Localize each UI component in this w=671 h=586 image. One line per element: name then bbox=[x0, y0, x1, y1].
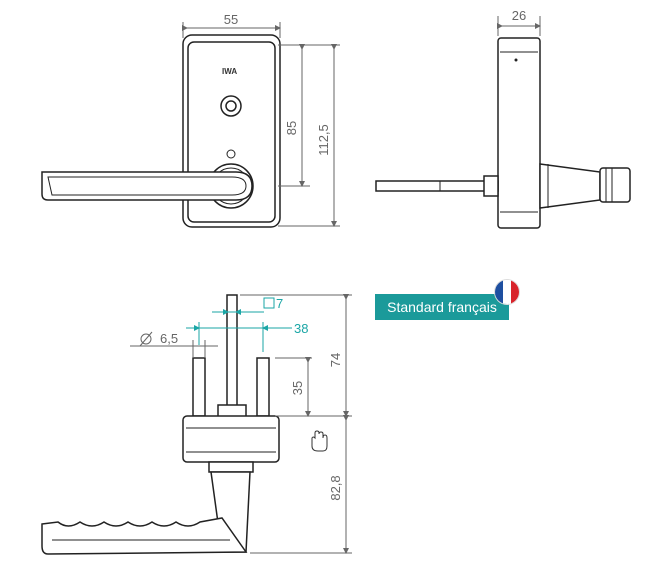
key-cylinder-core bbox=[225, 100, 237, 112]
side-spindle bbox=[375, 180, 499, 192]
standard-badge: Standard français bbox=[375, 294, 509, 320]
lever-front bbox=[41, 171, 253, 201]
side-body bbox=[497, 37, 541, 229]
dim-stud-height: 35 bbox=[290, 381, 305, 395]
front-view: IWA bbox=[41, 34, 281, 228]
front-plate-inner bbox=[187, 41, 276, 223]
front-dimensions bbox=[182, 22, 340, 227]
french-flag-icon bbox=[495, 280, 519, 304]
stud-left bbox=[192, 357, 206, 417]
side-view bbox=[375, 37, 631, 229]
dim-spindle-height: 74 bbox=[328, 353, 343, 367]
stud-right bbox=[256, 357, 270, 417]
bottom-dimensions bbox=[130, 294, 352, 554]
dim-diameter: 6,5 bbox=[160, 331, 178, 346]
accent-dimensions bbox=[186, 297, 292, 352]
indicator-icon bbox=[226, 149, 236, 159]
dim-front-inner-height: 85 bbox=[284, 121, 299, 135]
side-lever-neck bbox=[539, 163, 601, 209]
side-lever-grip bbox=[599, 167, 631, 203]
square-spindle bbox=[226, 294, 238, 416]
dim-side-depth: 26 bbox=[512, 8, 526, 23]
dim-front-total-height: 112,5 bbox=[316, 124, 331, 156]
front-plate bbox=[182, 34, 281, 228]
flag-stripe-white bbox=[503, 280, 511, 304]
bottom-view bbox=[41, 294, 280, 555]
hand-icon bbox=[311, 430, 328, 452]
key-cylinder bbox=[220, 95, 242, 117]
flag-stripe-blue bbox=[495, 280, 503, 304]
dim-offset: 38 bbox=[294, 321, 308, 336]
base-block bbox=[182, 415, 280, 463]
side-dimensions bbox=[497, 16, 541, 36]
dim-square: 7 bbox=[276, 296, 283, 311]
dim-lever-height: 82,8 bbox=[328, 475, 343, 500]
brand-logo: IWA bbox=[222, 67, 237, 76]
dim-front-width: 55 bbox=[224, 12, 238, 27]
lever-profile bbox=[41, 517, 248, 555]
flag-stripe-red bbox=[511, 280, 519, 304]
